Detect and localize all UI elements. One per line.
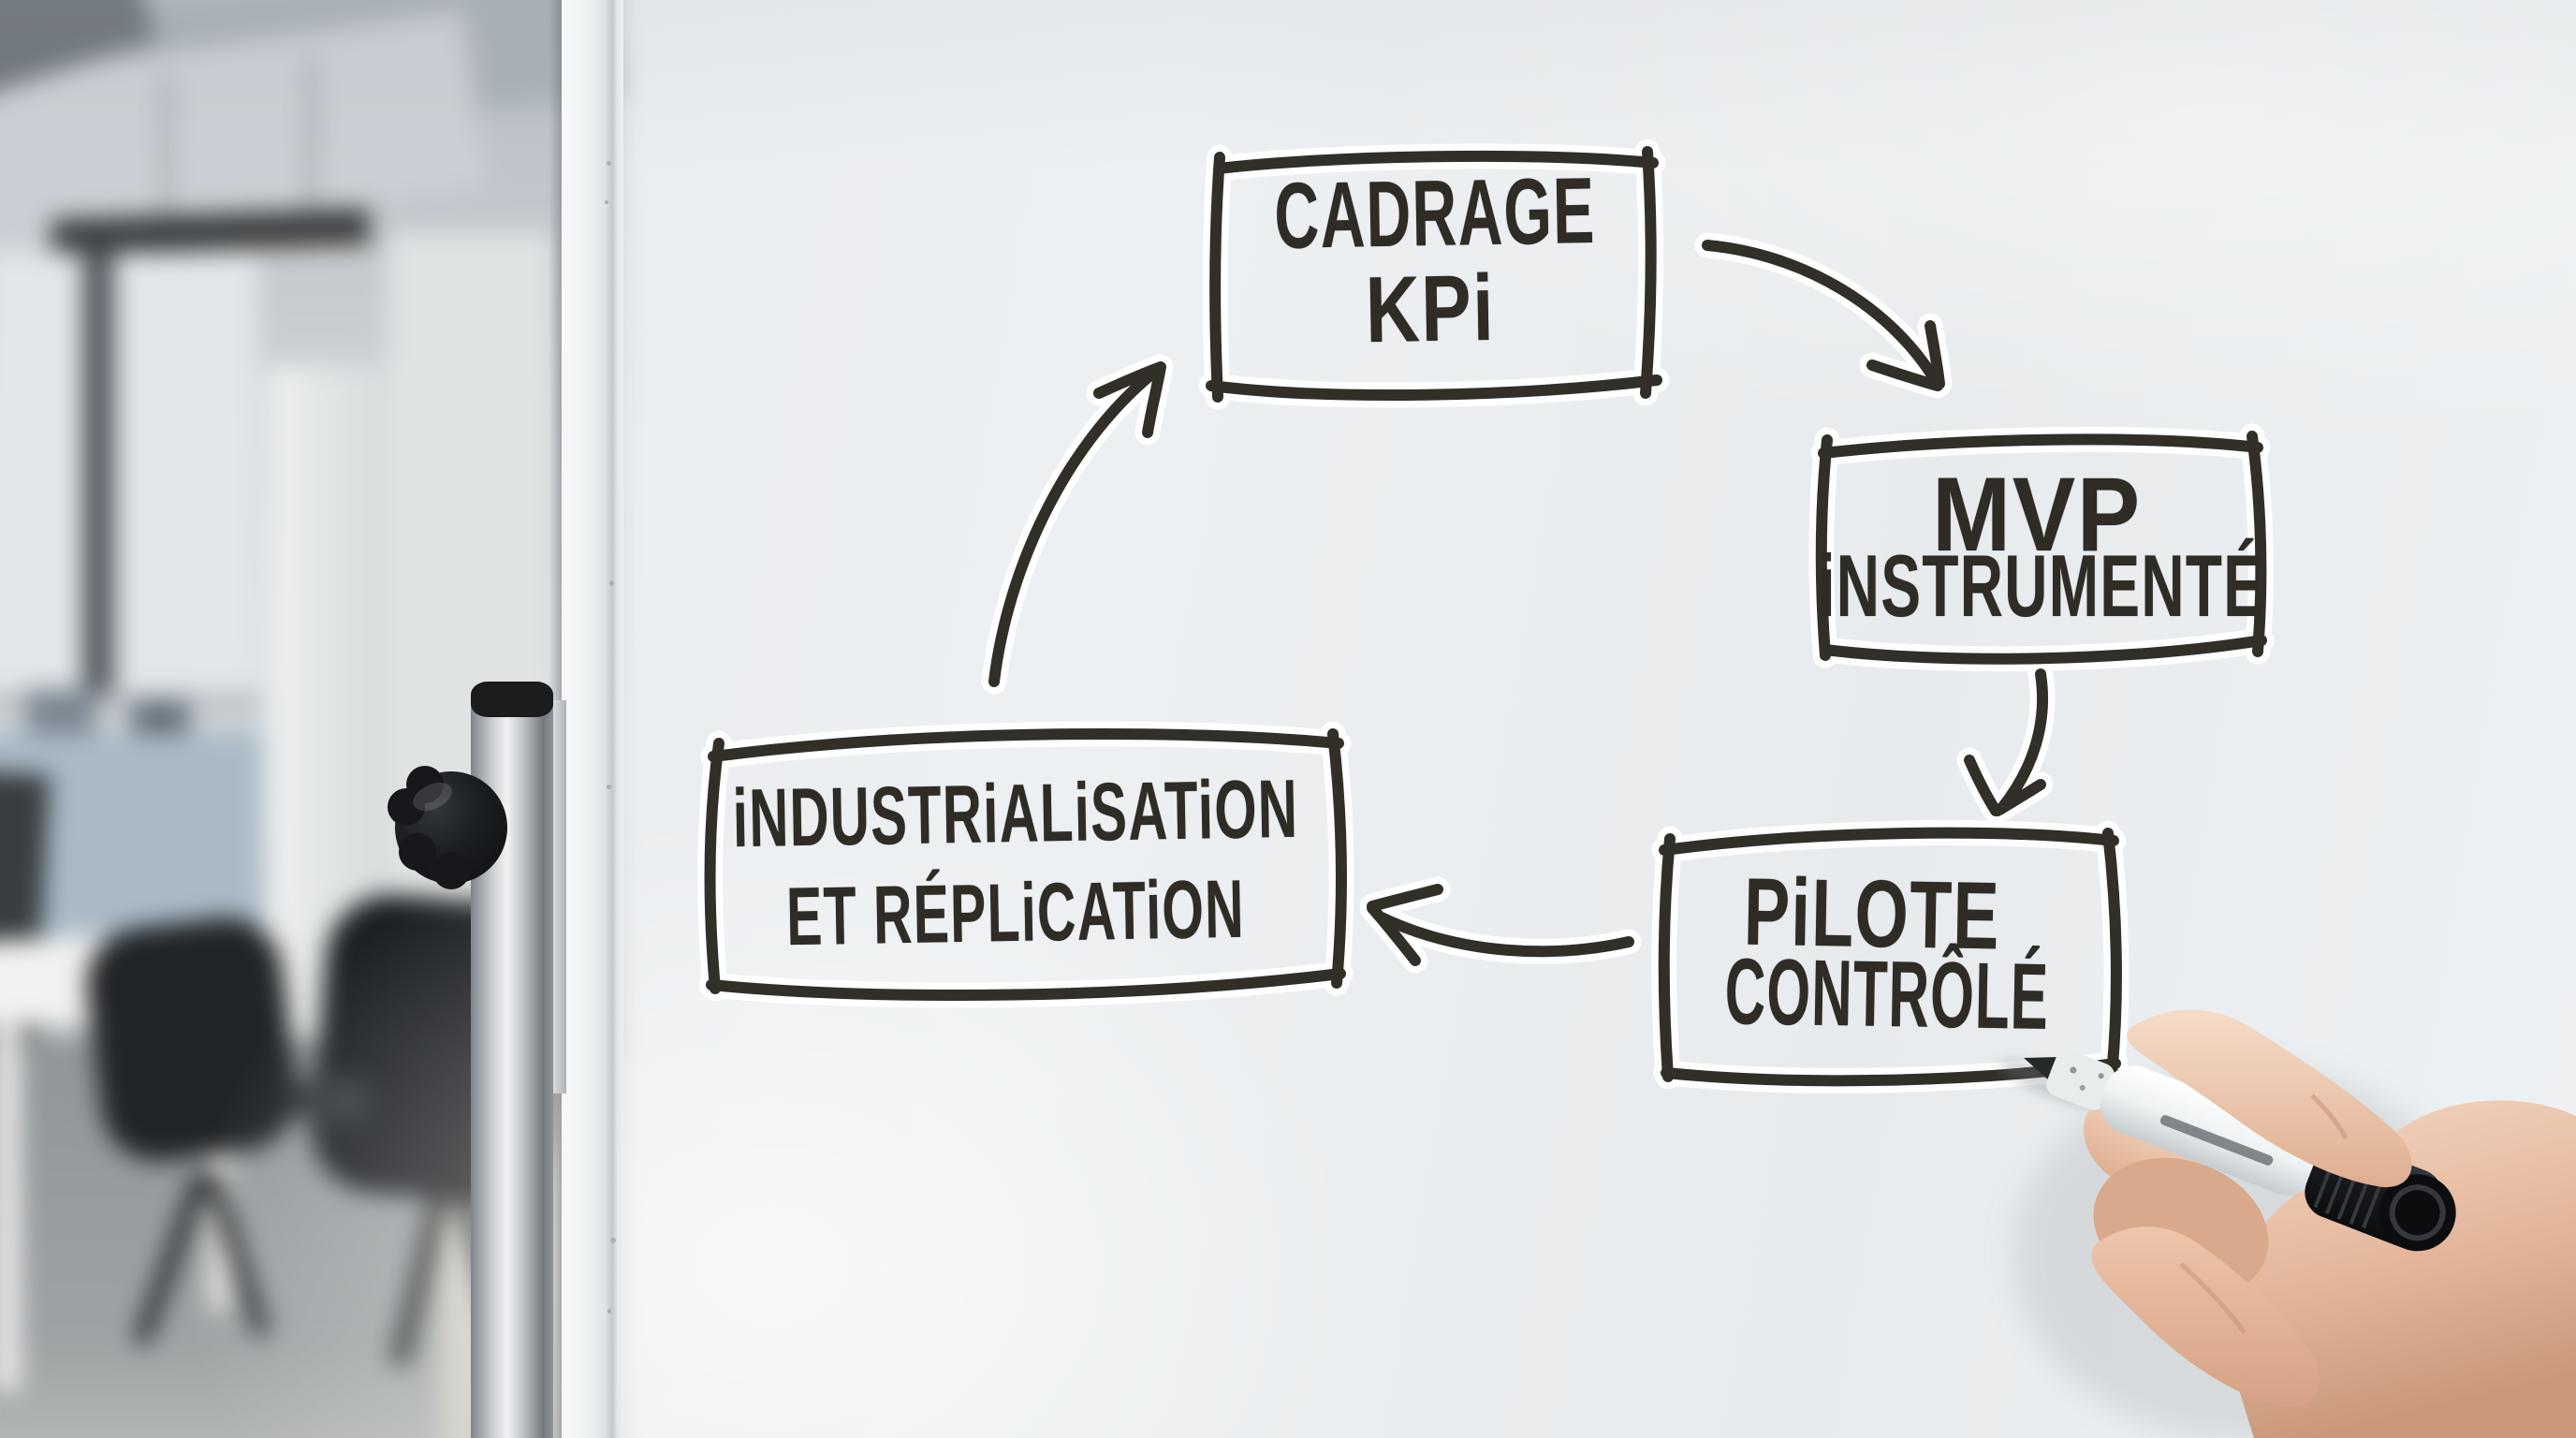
ferrule-speckle xyxy=(2098,1073,2104,1079)
knob-lobe xyxy=(399,833,436,871)
finger-crease xyxy=(2310,1093,2349,1140)
frame-speck xyxy=(607,161,611,166)
frame-speck xyxy=(610,1238,616,1243)
edge-arrow-cadrage-to-mvp xyxy=(1702,240,1945,391)
marker-print xyxy=(2159,1115,2274,1166)
frame-speck xyxy=(607,785,611,789)
stand-bracket xyxy=(553,700,566,1093)
marker-ferrule xyxy=(2046,1049,2115,1110)
thumb xyxy=(2091,1226,2320,1407)
node-box-cadrage-kpi xyxy=(1206,146,1662,403)
node-box-industrialisation xyxy=(704,727,1347,1002)
node-label-mvp-line1: MVP xyxy=(1932,456,2142,573)
ferrule-speckle xyxy=(2079,1084,2086,1091)
pole-end-cap xyxy=(471,682,553,717)
knob-lobe xyxy=(432,852,470,889)
thumb-crease xyxy=(2179,1262,2247,1335)
clamp-knob xyxy=(388,766,507,889)
edge-arrow-mvp-to-pilote xyxy=(1964,668,2049,816)
frame-speck xyxy=(605,200,608,204)
frame-speck xyxy=(607,1309,611,1313)
ferrule-speckle xyxy=(2070,1066,2077,1074)
edge-arrow-pilote-to-industrialisation xyxy=(1367,884,1634,966)
knob-lobe xyxy=(406,766,444,803)
node-box-pilote-controle xyxy=(1658,827,2122,1087)
index-finger xyxy=(2127,1009,2412,1188)
edge-arrow-industrialisation-to-cadrage xyxy=(988,361,1166,687)
node-box-mvp-instrumente xyxy=(1815,431,2267,665)
frame-speck xyxy=(609,580,614,586)
node-label-mvp-line2: iNSTRUMENTÉ xyxy=(1818,536,2265,635)
whiteboard-frame-edge xyxy=(562,0,623,1438)
cap-end-ring xyxy=(2389,1184,2446,1241)
